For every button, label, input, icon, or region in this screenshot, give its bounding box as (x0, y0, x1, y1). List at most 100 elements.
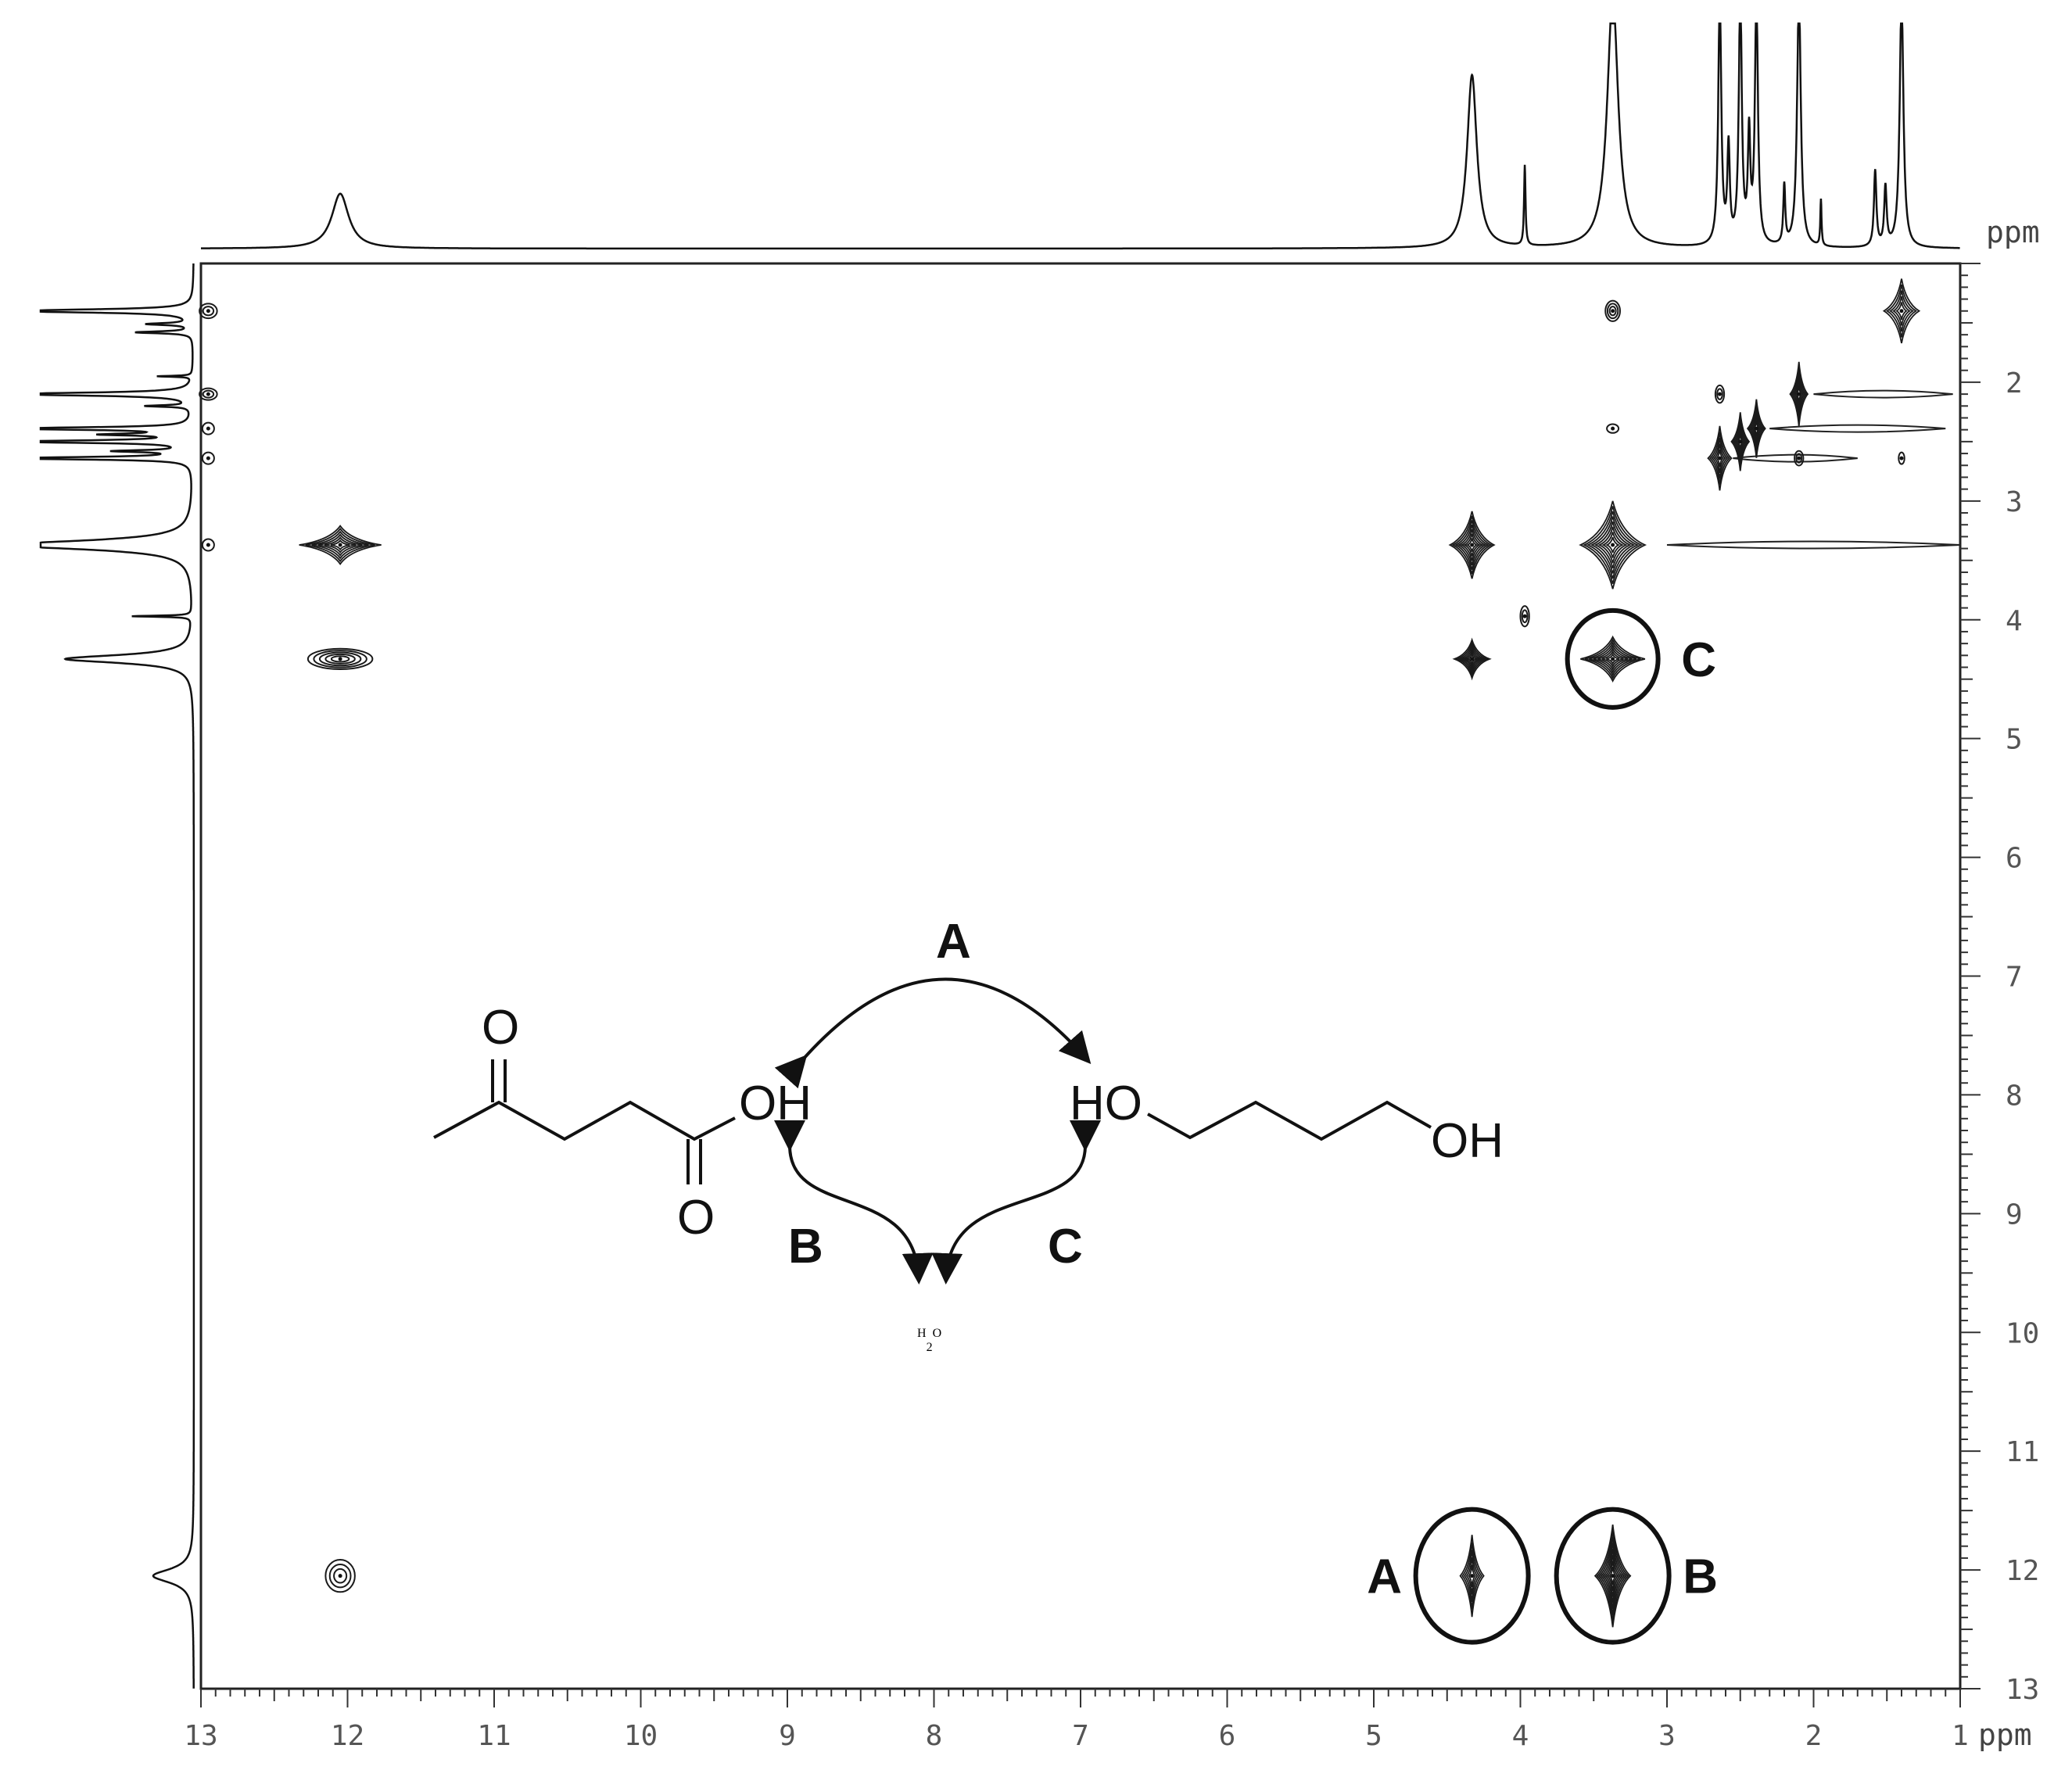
contour-ring (1601, 532, 1624, 558)
cross-peak (1519, 605, 1530, 628)
contour-ring (1468, 1564, 1476, 1588)
x-tick-label: 5 (1365, 1720, 1382, 1752)
contour-ring (1593, 643, 1633, 674)
contour-ring (199, 303, 218, 320)
plot-frame (199, 262, 1962, 1690)
peak-center (338, 657, 342, 661)
contour-ring (1590, 516, 1636, 574)
left-projection-trace (39, 263, 195, 1689)
water-molecule: H2O (917, 1327, 941, 1354)
peak-center (1470, 657, 1475, 661)
contour-ring (1579, 500, 1647, 589)
cross-peak (201, 538, 215, 552)
peak-center (1718, 392, 1722, 396)
contour-ring (1593, 1524, 1632, 1628)
contour-ring (1795, 385, 1802, 403)
cross-peak (1606, 423, 1620, 434)
highlight-circle-c (1565, 607, 1661, 710)
contour-ring (1733, 422, 1748, 460)
peak-center (206, 309, 210, 314)
x-tick-label: 7 (1072, 1720, 1089, 1752)
levulinic-acid-chain (433, 1100, 736, 1141)
contour-ring (1794, 379, 1805, 409)
contour-ring (1795, 453, 1803, 464)
contour-ring (1716, 388, 1723, 400)
streak (1769, 424, 1946, 433)
contour-ring (1459, 1535, 1485, 1618)
top-axis-unit: ppm (1986, 215, 2040, 249)
contour-ring (201, 421, 215, 435)
contour-ring (1711, 437, 1729, 479)
contour-ring (317, 533, 363, 557)
y-tick-label: 10 (2006, 1317, 2039, 1349)
contour-ring (305, 527, 375, 563)
cross-peak (299, 525, 382, 565)
contour-ring (1463, 649, 1481, 669)
x-tick-label: 1 (1952, 1720, 1969, 1752)
peak-center (1797, 456, 1801, 460)
contour-ring (330, 539, 350, 551)
x-tick-label: 13 (184, 1720, 217, 1752)
highlight-label-c: C (1681, 633, 1716, 687)
contour-ring (1608, 306, 1617, 317)
peak-center (1738, 439, 1743, 444)
cross-peak (1882, 278, 1921, 344)
contour-ring (1451, 515, 1493, 575)
contour-ring (1586, 511, 1640, 579)
contour-ring (1463, 533, 1481, 557)
highlight-circle-b (1554, 1507, 1672, 1645)
contour-ring (1792, 373, 1806, 415)
contour-ring (1460, 529, 1484, 561)
cross-peak (1714, 384, 1726, 404)
peak-center (206, 426, 210, 431)
exchange-label-a: A (936, 915, 971, 969)
peak-center (338, 1574, 342, 1578)
cross-peak (1730, 412, 1751, 471)
top-projection-trace (201, 22, 1960, 250)
contour-ring (1715, 449, 1724, 468)
contour-ring (1454, 640, 1489, 678)
cross-peak (199, 303, 218, 320)
peak-center (1470, 543, 1475, 547)
x-tick-label: 3 (1658, 1720, 1676, 1752)
contour-ring (306, 647, 374, 671)
x-tick-label: 12 (331, 1720, 364, 1752)
cross-peak (201, 421, 215, 435)
exchange-arrow-a (774, 977, 1092, 1089)
diol-hydroxyl-left: HO (1070, 1077, 1142, 1130)
contour-ring (1892, 296, 1911, 326)
butanediol-chain (1147, 1100, 1432, 1141)
t1-noise-streaks (1666, 389, 1961, 550)
exchange-label-b: B (788, 1220, 823, 1274)
contour-ring (1789, 361, 1809, 427)
cross-peak (1579, 500, 1647, 589)
contour-ring (1751, 415, 1762, 443)
y-tick-label: 12 (2006, 1555, 2039, 1587)
contour-ring (1452, 637, 1492, 681)
cross-peak (306, 647, 374, 671)
cross-peak (1459, 1535, 1485, 1618)
streak (1733, 453, 1858, 463)
contour-ring (1753, 420, 1760, 437)
cross-peak (1794, 450, 1805, 467)
contour-ring (201, 451, 215, 465)
peak-center (1611, 1574, 1615, 1578)
highlight-label-a: A (1367, 1550, 1402, 1604)
contour-ring (1601, 650, 1624, 668)
exchange-arrow-b (773, 1120, 934, 1285)
cross-peak (1746, 399, 1766, 458)
peak-center (206, 543, 210, 547)
contour-ring (202, 306, 215, 317)
y-tick-label: 13 (2006, 1674, 2039, 1706)
cross-peak (201, 451, 215, 465)
x-tick-label: 10 (624, 1720, 658, 1752)
contour-ring (299, 525, 382, 565)
contour-ring (1732, 417, 1749, 466)
contour-ring (1714, 384, 1726, 404)
contour-ring (1735, 428, 1746, 456)
contour-ring (1602, 1548, 1623, 1603)
y-tick-label: 5 (2006, 724, 2023, 756)
contour-ring (1604, 299, 1621, 322)
x-axis-unit: ppm (1978, 1718, 2032, 1752)
